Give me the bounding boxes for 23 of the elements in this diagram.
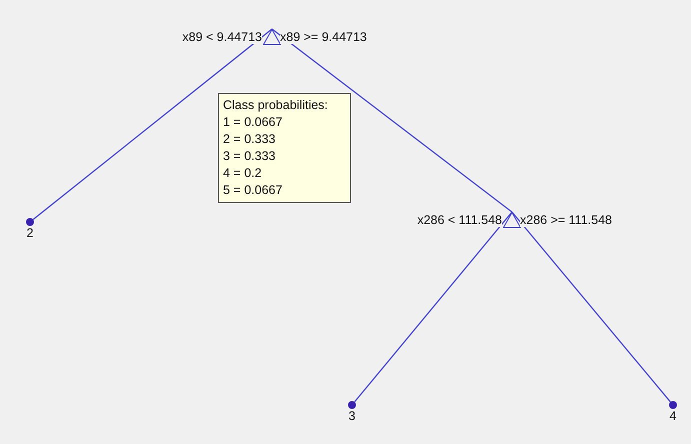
probability-text: 5 = 0.0667 — [223, 182, 284, 199]
probability-text: 3 = 0.333 — [223, 148, 276, 165]
leaf-node-dot — [26, 218, 34, 226]
leaf-node-dot — [348, 401, 356, 409]
split-condition-label: x89 >= 9.44713 — [280, 30, 367, 44]
tree-branch-line — [354, 212, 512, 402]
datatip-heading: Class probabilities: — [223, 97, 329, 114]
leaf-class-label: 4 — [670, 409, 676, 423]
split-node-triangle — [263, 29, 281, 45]
probability-text: 2 = 0.333 — [223, 131, 276, 148]
leaf-node-dot — [669, 401, 677, 409]
split-node-triangle — [503, 212, 521, 228]
split-condition-label: x286 >= 111.548 — [520, 213, 612, 227]
datatip-box — [218, 93, 351, 203]
tree-branch-line — [512, 212, 671, 402]
tree-branch-line — [272, 28, 512, 212]
leaf-class-label: 3 — [348, 409, 356, 423]
tree-branch-line — [32, 28, 272, 220]
split-condition-label: x286 < 111.548 — [417, 213, 502, 227]
probability-text: 1 = 0.0667 — [223, 114, 284, 131]
split-condition-label: x89 < 9.44713 — [182, 30, 262, 44]
probability-text: 4 = 0.2 — [223, 165, 263, 182]
leaf-class-label: 2 — [26, 226, 34, 240]
